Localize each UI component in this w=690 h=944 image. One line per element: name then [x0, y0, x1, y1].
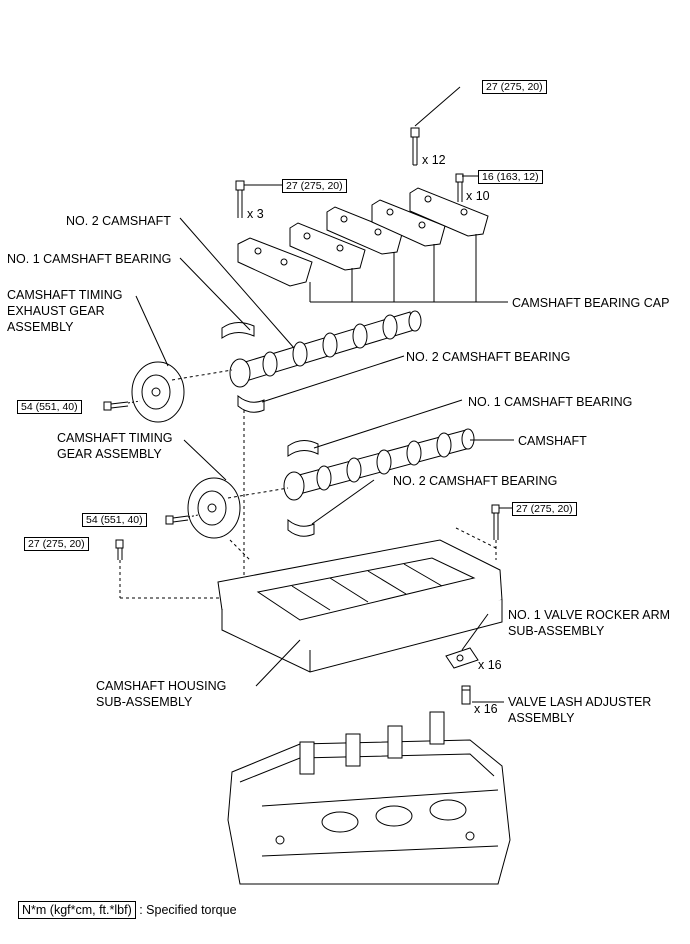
legend-text: : Specified torque	[139, 903, 237, 917]
qty-cap-bolts-3: x 3	[247, 207, 264, 221]
label-no2-camshaft: NO. 2 CAMSHAFT	[66, 214, 171, 228]
housing-bolt-right	[491, 504, 512, 560]
bolt-x12	[410, 86, 461, 166]
intake-gear-bolt	[165, 514, 199, 525]
torque-top-bolt: 27 (275, 20)	[482, 80, 547, 94]
housing-ribs	[291, 563, 443, 611]
label-no2-camshaft-bearing-lower: NO. 2 CAMSHAFT BEARING	[393, 474, 558, 488]
label-no1-camshaft-bearing-top: NO. 1 CAMSHAFT BEARING	[7, 252, 172, 266]
cap-leaders	[309, 234, 508, 303]
bearing-no1-upper	[221, 322, 255, 339]
no2-camshaft-shape	[229, 310, 422, 388]
lash-adjuster-shape	[461, 685, 471, 705]
torque-housing-bolt-left: 27 (275, 20)	[24, 537, 89, 551]
intake-gear	[187, 477, 241, 539]
label-camshaft: CAMSHAFT	[518, 434, 587, 448]
bolt-x3	[235, 180, 282, 218]
qty-top-bolts: x 12	[422, 153, 446, 167]
exhaust-gear-bolt	[103, 400, 141, 411]
label-no2-camshaft-bearing-upper: NO. 2 CAMSHAFT BEARING	[406, 350, 571, 364]
label-no1-camshaft-bearing-mid: NO. 1 CAMSHAFT BEARING	[468, 395, 633, 409]
bearing-no2-upper	[237, 394, 265, 413]
camshaft-shape	[283, 428, 475, 501]
label-camshaft-bearing-cap: CAMSHAFT BEARING CAP	[512, 296, 670, 310]
bearing-cap-bars	[237, 187, 489, 287]
torque-housing-bolt-right: 27 (275, 20)	[512, 502, 577, 516]
bearing-no2-lower	[287, 518, 315, 537]
torque-exhaust-gear-bolt: 54 (551, 40)	[17, 400, 82, 414]
qty-lash-adjusters: x 16	[474, 702, 498, 716]
qty-cap-bolts-10: x 10	[466, 189, 490, 203]
bolt-x10	[455, 173, 478, 202]
bearing-no1-mid	[287, 440, 319, 457]
torque-cap-bolt-3: 27 (275, 20)	[282, 179, 347, 193]
legend-unit-box: N*m (kgf*cm, ft.*lbf)	[18, 901, 136, 919]
label-camshaft-timing-gear: CAMSHAFT TIMING GEAR ASSEMBLY	[57, 431, 173, 461]
cap-holes	[254, 195, 468, 266]
camshaft-housing-shape	[217, 539, 503, 673]
rocker-arm-shape	[445, 647, 479, 669]
torque-intake-gear-bolt: 54 (551, 40)	[82, 513, 147, 527]
qty-rocker-arms: x 16	[478, 658, 502, 672]
exhaust-gear	[131, 361, 185, 423]
label-camshaft-housing: CAMSHAFT HOUSING SUB-ASSEMBLY	[96, 679, 227, 709]
cylinder-head-shape	[227, 711, 511, 885]
label-valve-lash-adjuster: VALVE LASH ADJUSTER ASSEMBLY	[508, 695, 652, 725]
label-camshaft-timing-exhaust-gear: CAMSHAFT TIMING EXHAUST GEAR ASSEMBLY	[7, 288, 123, 334]
torque-cap-bolt-12: 16 (163, 12)	[478, 170, 543, 184]
label-no1-valve-rocker-arm: NO. 1 VALVE ROCKER ARM SUB-ASSEMBLY	[508, 608, 671, 638]
torque-legend: N*m (kgf*cm, ft.*lbf) : Specified torque	[18, 901, 237, 919]
